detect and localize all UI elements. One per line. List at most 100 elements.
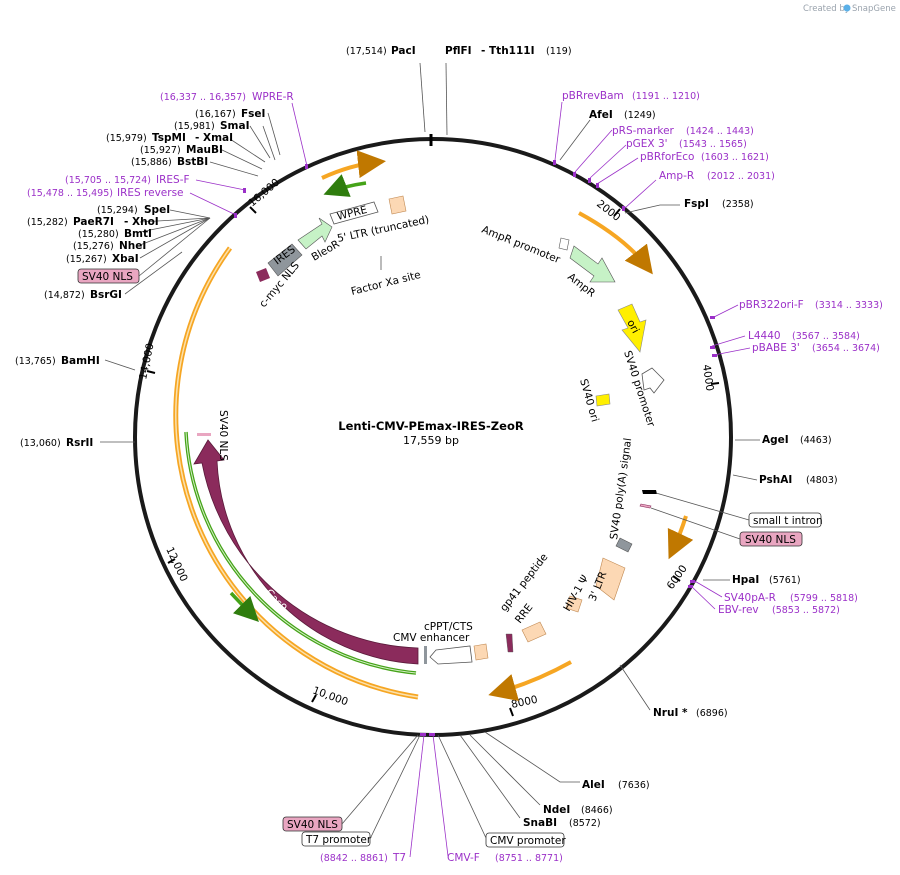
site-tth111i-name[interactable]: - Tth111I [481,45,535,57]
green-orf-arcs [184,174,417,675]
sv40-nls-right-feature [639,503,652,509]
ltr5-feature [388,195,407,215]
primer-ebv-rev-name[interactable]: EBV-rev [718,604,759,616]
site-alei-name[interactable]: AleI [582,779,605,791]
inner-features [256,195,665,665]
tick-label-16000: 16,000 [246,176,282,209]
sv40-polya-feature [642,490,657,494]
primer-pbrrevbam-name[interactable]: pBRrevBam [562,90,624,102]
gp41-feature [505,633,514,653]
factor-xa-label: Factor Xa site [350,269,422,298]
tick-label-8000: 8000 [510,694,539,711]
sv40-nls-bottom-label[interactable]: SV40 NLS [287,819,338,831]
site-xbai-name[interactable]: XbaI [112,253,139,265]
primer-cmv-f-pos: (8751 .. 8771) [495,853,563,864]
site-nhei-name[interactable]: NheI [119,240,146,252]
site-fspi-pos: (2358) [722,199,754,210]
site-xmai-name[interactable]: - XmaI [195,132,233,144]
cmv-promoter-label[interactable]: CMV promoter [490,835,566,847]
primer-pbr322ori-f-name[interactable]: pBR322ori-F [739,299,804,311]
site-maubi-name[interactable]: MauBI [186,144,223,156]
site-paci-name[interactable]: PacI [391,45,416,57]
primer-sv40pa-r-name[interactable]: SV40pA-R [724,592,776,604]
primer-ebv-rev-pos: (5853 .. 5872) [772,605,840,616]
primer-t7-pos: (8842 .. 8861) [320,853,388,864]
orf-arc-green-inner [229,591,259,622]
site-bmti-pos: (15,280) [78,229,119,240]
primer-t7-name[interactable]: T7 [392,852,406,864]
site-fspi-name[interactable]: FspI [684,198,709,210]
primer-pbrrevbam-pos: (1191 .. 1210) [632,91,700,102]
hiv-psi-feature [565,595,583,613]
sv40-polya-label: SV40 poly(A) signal [608,437,634,540]
primer-leaders [189,101,751,858]
primer-pbr322ori-f-pos: (3314 .. 3333) [815,300,883,311]
ampr-promoter-feature [558,237,570,251]
cas9-label: Cas9 [263,587,289,614]
orf-arc-ampr [578,211,653,275]
site-smai-name[interactable]: SmaI [220,120,250,132]
primer-l4440-name[interactable]: L4440 [748,330,781,342]
site-bstbi-name[interactable]: BstBI [177,156,208,168]
site-spei-pos: (15,294) [97,205,138,216]
site-bamhi-pos: (13,765) [15,356,56,367]
site-hpai-pos: (5761) [769,575,801,586]
primer-ires-f-name[interactable]: IRES-F [156,174,190,186]
site-afei-name[interactable]: AfeI [589,109,613,121]
primer-pbrforeco-pos: (1603 .. 1621) [701,152,769,163]
primer-pbabe3-pos: (3654 .. 3674) [812,343,880,354]
cppt-label: cPPT/CTS [424,621,473,633]
site-afei-pos: (1249) [624,110,656,121]
tick-label-4000: 4000 [700,364,716,392]
primer-pbrforeco-name[interactable]: pBRforEco [640,151,694,163]
sv40-nls-left-label[interactable]: SV40 NLS [82,271,133,283]
sv40-ori-feature [595,393,611,407]
site-fsei-name[interactable]: FseI [241,108,265,120]
primer-ires-reverse-pos: (15,478 .. 15,495) [27,188,113,199]
ori-feature [617,303,647,353]
site-bmti-name[interactable]: BmtI [124,228,152,240]
site-tspmi-name[interactable]: TspMI [152,132,186,144]
site-nhei-pos: (15,276) [73,241,114,252]
rre-feature [521,621,547,643]
small-t-intron-label[interactable]: small t intron [753,515,823,527]
site-pshai-pos: (4803) [806,475,838,486]
orf-arc-green-top [323,174,367,197]
site-pshai-name[interactable]: PshAI [759,474,792,486]
plasmid-size: 17,559 bp [403,434,459,447]
primer-cmv-f-name[interactable]: CMV-F [447,852,480,864]
site-agei-name[interactable]: AgeI [762,434,789,446]
site-bsrgi-name[interactable]: BsrGI [90,289,122,301]
site-nrui-name[interactable]: NruI * [653,707,688,719]
primer-prs-marker-name[interactable]: pRS-marker [612,125,675,137]
site-ndei-pos: (8466) [581,805,613,816]
snapgene-logo-icon [843,4,851,12]
tick-label-10000: 10,000 [311,685,350,709]
site-xhoi-name[interactable]: - XhoI [124,216,159,228]
site-snabi-name[interactable]: SnaBI [523,817,557,829]
site-rsrii-name[interactable]: RsrII [66,437,93,449]
ori-label: ori [624,318,641,336]
sv40-nls-right-label[interactable]: SV40 NLS [745,534,796,546]
cmv-enhancer-label: CMV enhancer [393,632,470,644]
primer-ires-reverse-name[interactable]: IRES reverse [117,187,184,199]
site-paer7i-name[interactable]: PaeR7I [73,216,114,228]
orf-arc-green-outer [184,431,417,675]
site-spei-name[interactable]: SpeI [144,204,170,216]
site-xbai-pos: (15,267) [66,254,107,265]
sv40-promoter-feature [641,367,665,394]
site-bamhi-name[interactable]: BamHI [61,355,100,367]
cmv-promoter-box [485,832,565,848]
site-ndei-name[interactable]: NdeI [543,804,570,816]
site-pflfi-name[interactable]: PflFI [445,45,472,57]
site-nrui-pos: (6896) [696,708,728,719]
site-hpai-name[interactable]: HpaI [732,574,759,586]
primer-wpre-r-name[interactable]: WPRE-R [252,91,294,103]
t7-promoter-label[interactable]: T7 promoter [305,834,372,846]
primer-pbabe3-name[interactable]: pBABE 3' [752,342,800,354]
ampr-promoter-label: AmpR promoter [480,224,562,267]
primer-amp-r-name[interactable]: Amp-R [659,170,694,182]
cppt-feature [473,643,489,661]
primer-pgex3-name[interactable]: pGEX 3' [626,138,668,150]
